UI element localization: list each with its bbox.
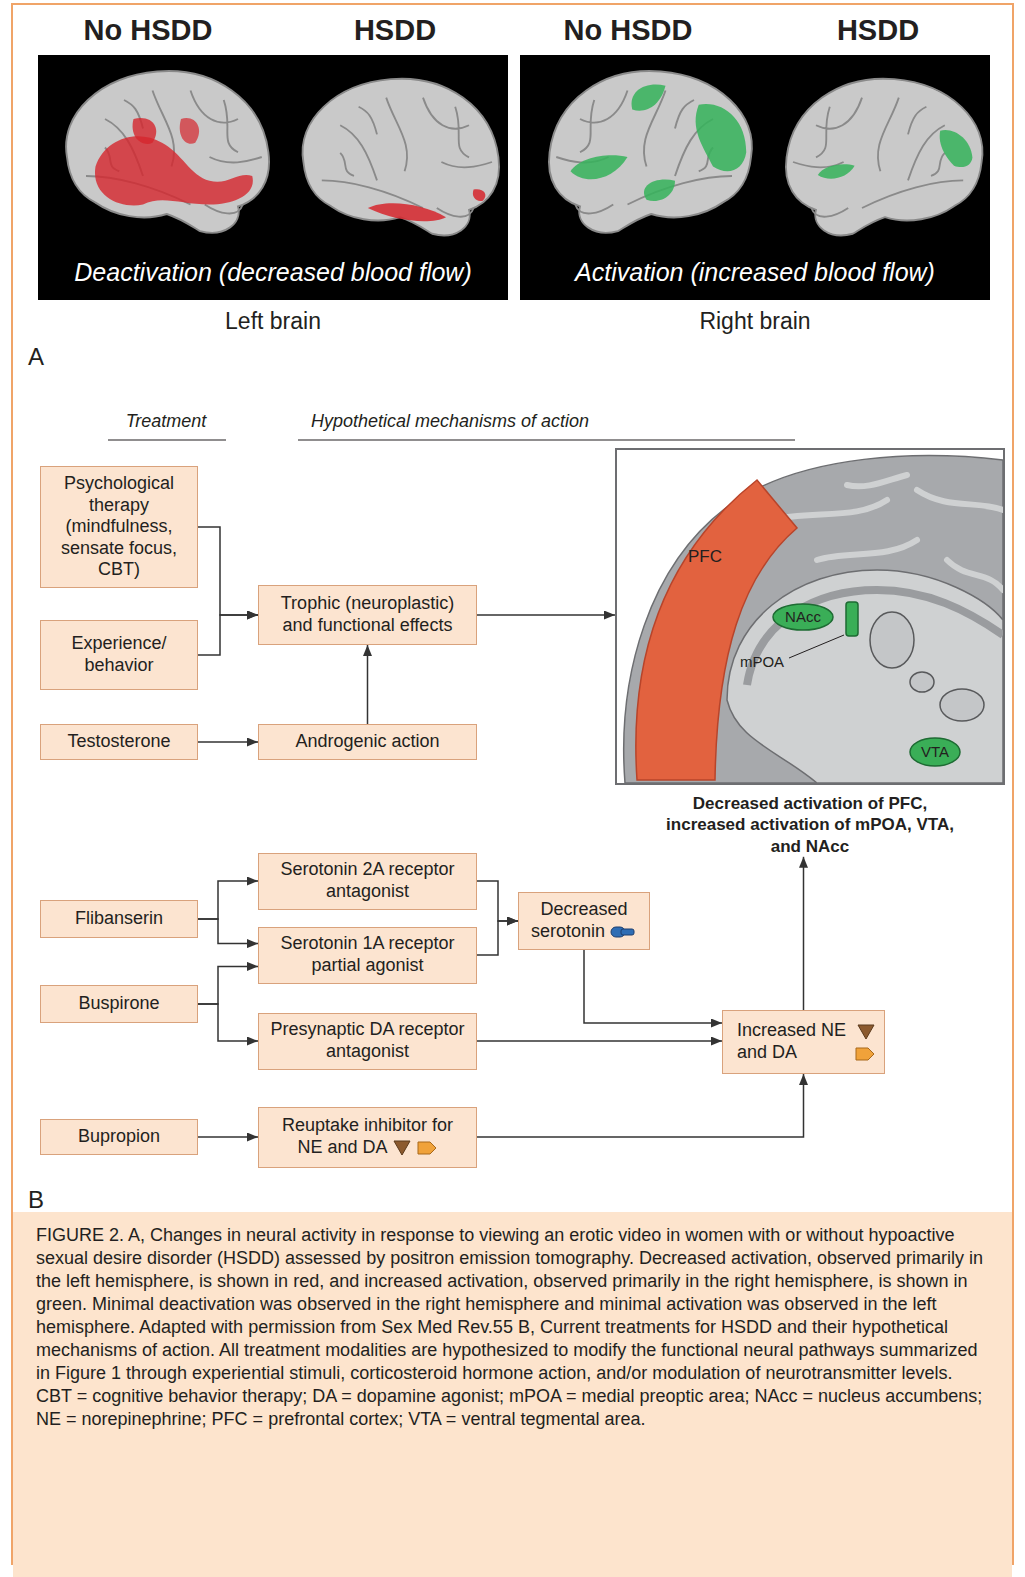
treatment-box: Flibanserin: [40, 900, 198, 938]
region-label: mPOA: [512, 653, 1012, 670]
column-heading: No HSDD: [0, 14, 398, 47]
treatment-box: Buspirone: [40, 985, 198, 1023]
connector-arrow: [477, 921, 518, 955]
neurotransmitter-icon: [609, 924, 637, 940]
connector-arrow: [198, 1136, 258, 1138]
text-holder: Increased NE and DA: [737, 1020, 848, 1063]
image-subtitle: Right brain: [505, 308, 1005, 335]
neurotransmitter-icon: [392, 1139, 412, 1157]
text-holder: Decreased serotonin: [527, 899, 641, 942]
connector-arrow: [584, 950, 722, 1023]
connector-arrow: [803, 857, 805, 1010]
dopamine-icon: [416, 1140, 438, 1156]
box-text: Flibanserin: [75, 908, 163, 928]
box-text: Experience/ behavior: [71, 633, 166, 675]
box-text: Psychological therapy (mindfulness, sens…: [61, 473, 177, 579]
box-text: Bupropion: [78, 1126, 160, 1146]
serotonin-icon: [609, 924, 637, 940]
brain-panel: Decreased activation of PFC, increased a…: [615, 448, 1005, 857]
text-holder: Bupropion: [78, 1126, 160, 1148]
box-text: Androgenic action: [295, 731, 439, 751]
connector-arrow: [477, 1074, 804, 1137]
norepinephrine-icon: [392, 1139, 412, 1157]
figure-caption: FIGURE 2. A, Changes in neural activity …: [36, 1224, 991, 1431]
box-text: Increased NE and DA: [737, 1020, 846, 1062]
box-text: Presynaptic DA receptor antagonist: [270, 1019, 464, 1061]
dopamine-icon: [854, 1046, 876, 1062]
image-caption: Deactivation (decreased blood flow): [23, 258, 523, 287]
column-heading: HSDD: [628, 14, 1025, 47]
connector-arrow: [198, 615, 258, 655]
text-holder: Experience/ behavior: [49, 633, 189, 676]
mechanism-box: Androgenic action: [258, 724, 477, 760]
text-holder: Androgenic action: [295, 731, 439, 753]
panel-letter: B: [28, 1186, 44, 1214]
section-heading: Hypothetical mechanisms of action: [200, 411, 700, 432]
box-text: Serotonin 1A receptor partial agonist: [280, 933, 454, 975]
treatment-box: Testosterone: [40, 724, 198, 760]
box-text: Testosterone: [67, 731, 170, 751]
text-holder: Buspirone: [78, 993, 159, 1015]
text-holder: Presynaptic DA receptor antagonist: [267, 1019, 468, 1062]
mechanism-box: Serotonin 2A receptor antagonist: [258, 853, 477, 910]
text-holder: Reuptake inhibitor for NE and DA: [267, 1115, 468, 1158]
box-text: Serotonin 2A receptor antagonist: [280, 859, 454, 901]
effect-box: Decreased serotonin: [518, 892, 650, 950]
connector-arrow: [198, 881, 258, 919]
connector-arrow: [198, 527, 258, 615]
region-label: PFC: [455, 547, 955, 567]
connector-arrow: [477, 1040, 722, 1042]
mechanism-box: Serotonin 1A receptor partial agonist: [258, 927, 477, 984]
text-holder: Testosterone: [67, 731, 170, 753]
text-holder: Serotonin 2A receptor antagonist: [267, 859, 468, 902]
box-text: Buspirone: [78, 993, 159, 1013]
connector-arrow: [198, 1004, 258, 1041]
connector-arrow: [477, 881, 518, 921]
column-heading: No HSDD: [378, 14, 878, 47]
region-label: NAcc: [553, 608, 1025, 625]
effect-box: Increased NE and DA: [722, 1010, 885, 1074]
mechanism-box: Reuptake inhibitor for NE and DA: [258, 1107, 477, 1168]
region-label: VTA: [685, 743, 1025, 760]
connector-arrow: [367, 645, 369, 724]
panel-caption: Decreased activation of PFC, increased a…: [660, 793, 960, 857]
neurotransmitter-icon: [854, 1046, 876, 1062]
neurotransmitter-icon: [856, 1023, 876, 1041]
mechanism-box: Presynaptic DA receptor antagonist: [258, 1013, 477, 1070]
neurotransmitter-icon: [416, 1140, 438, 1156]
treatment-box: Bupropion: [40, 1119, 198, 1155]
text-holder: Serotonin 1A receptor partial agonist: [267, 933, 468, 976]
treatment-box: Experience/ behavior: [40, 620, 198, 690]
connector-arrow: [477, 614, 615, 616]
text-holder: Psychological therapy (mindfulness, sens…: [49, 473, 189, 581]
image-subtitle: Left brain: [23, 308, 523, 335]
connector-arrow: [198, 966, 258, 1004]
panel-letter: A: [28, 343, 44, 371]
norepinephrine-icon: [856, 1023, 876, 1041]
connector-arrow: [198, 741, 258, 743]
text-holder: Flibanserin: [75, 908, 163, 930]
box-text: Trophic (neuroplastic) and functional ef…: [281, 593, 454, 635]
connector-arrow: [198, 919, 258, 944]
treatment-box: Psychological therapy (mindfulness, sens…: [40, 466, 198, 588]
mechanism-box: Trophic (neuroplastic) and functional ef…: [258, 585, 477, 645]
text-holder: Trophic (neuroplastic) and functional ef…: [267, 593, 468, 636]
image-caption: Activation (increased blood flow): [505, 258, 1005, 287]
